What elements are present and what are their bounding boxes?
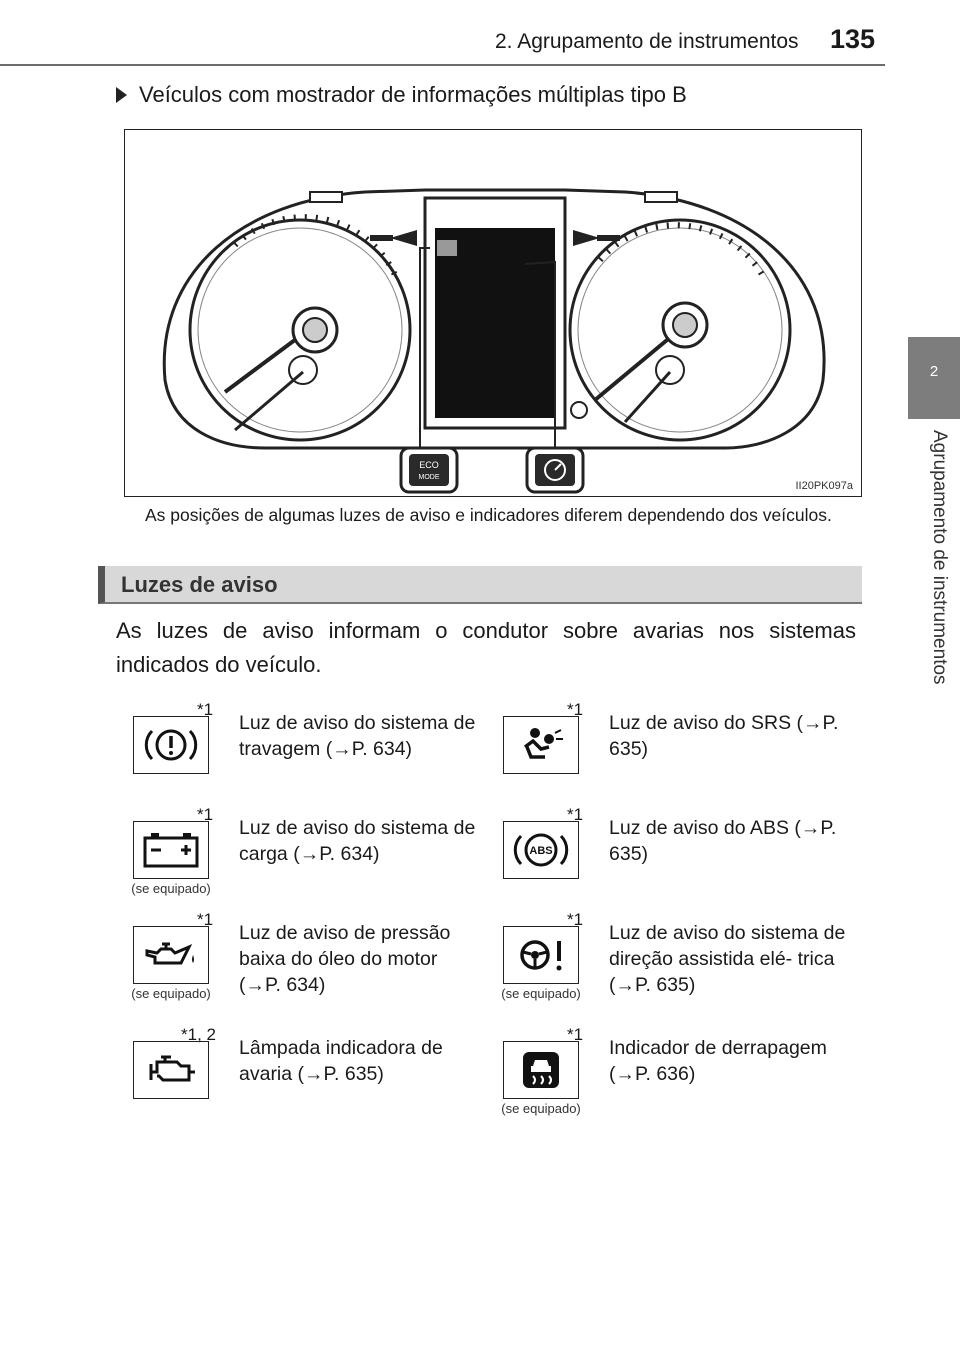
- section-banner-title: Luzes de aviso: [121, 572, 278, 597]
- chapter-tab-label: Agrupamento de instrumentos: [929, 430, 950, 685]
- bullet-arrow-icon: [116, 87, 127, 103]
- warning-item-oil: *1 (se equipado) Luz de aviso de pressão…: [131, 910, 503, 1020]
- footnote-marker: *1: [567, 1025, 584, 1044]
- warning-description: Luz de aviso de pressão baixa do óleo do…: [239, 922, 451, 996]
- slip-indicator-icon: [503, 1041, 579, 1099]
- warning-item-abs: *1 ABS Luz de aviso do ABS (→P. 635): [503, 805, 873, 915]
- warning-item-power-steering: *1 (se equipado) Luz de aviso do sistema…: [501, 910, 873, 1020]
- footnote-marker: *1: [567, 700, 584, 719]
- chapter-tab: 2: [908, 337, 960, 419]
- warning-item-slip: *1 (se equipado) Indicador de derrapagem…: [501, 1025, 873, 1135]
- brake-warning-icon: [133, 716, 209, 774]
- warning-description: Luz de aviso do sistema de travagem (→P.…: [239, 712, 476, 760]
- footnote-marker: *1: [567, 805, 584, 824]
- instrument-cluster-drawing: ECO MODE: [162, 188, 826, 494]
- warning-description: Luz de aviso do SRS (→P. 635): [609, 712, 839, 760]
- footnote-marker: *1: [197, 700, 214, 719]
- footnote-marker: *1: [567, 910, 584, 929]
- warning-description: Luz de aviso do ABS (→P. 635): [609, 817, 837, 865]
- footnote-marker: *1: [197, 805, 214, 824]
- warning-description: Luz de aviso do sistema de direção assis…: [609, 922, 846, 996]
- warning-item-charging: *1 (se equipado) Luz de aviso do sistema…: [131, 805, 503, 915]
- equipped-note: (se equipado): [131, 986, 211, 1001]
- header-title: 2. Agrupamento de instrumentos: [495, 30, 799, 53]
- footnote-marker: *1: [197, 910, 214, 929]
- section-heading: Veículos com mostrador de informações mú…: [116, 82, 687, 108]
- equipped-note: (se equipado): [501, 1101, 581, 1116]
- warning-description: Luz de aviso do sistema de carga (→P. 63…: [239, 817, 476, 865]
- warning-item-engine: *1, 2 Lâmpada indicadora de avaria (→P. …: [133, 1025, 503, 1135]
- footnote-marker: *1, 2: [181, 1025, 216, 1044]
- warning-description: Lâmpada indicadora de avaria (→P. 635): [239, 1037, 443, 1085]
- figure-code: II20PK097a: [795, 480, 854, 492]
- abs-icon: ABS: [503, 821, 579, 879]
- battery-icon: [133, 821, 209, 879]
- equipped-note: (se equipado): [131, 881, 211, 896]
- section-heading-text: Veículos com mostrador de informações mú…: [139, 82, 687, 107]
- warning-item-brake: *1 Luz de aviso do sistema de travagem (…: [133, 700, 503, 810]
- warning-description: Indicador de derrapagem (→P. 636): [609, 1037, 827, 1085]
- svg-text:ECO: ECO: [419, 460, 439, 470]
- srs-airbag-icon: [503, 716, 579, 774]
- page-number: 135: [830, 24, 876, 54]
- svg-text:ABS: ABS: [529, 845, 552, 857]
- section-banner: Luzes de aviso: [98, 566, 862, 604]
- equipped-note: (se equipado): [501, 986, 581, 1001]
- power-steering-icon: [503, 926, 579, 984]
- instrument-cluster-figure: ECO MODE II20PK097a: [124, 129, 862, 497]
- oil-pressure-icon: [133, 926, 209, 984]
- figure-caption: As posições de algumas luzes de aviso e …: [145, 505, 832, 525]
- svg-text:MODE: MODE: [419, 474, 440, 481]
- header-divider: [0, 64, 885, 66]
- warning-item-srs: *1 Luz de aviso do SRS (→P. 635): [503, 700, 873, 810]
- intro-paragraph: As luzes de aviso informam o condutor so…: [116, 618, 856, 677]
- engine-check-icon: [133, 1041, 209, 1099]
